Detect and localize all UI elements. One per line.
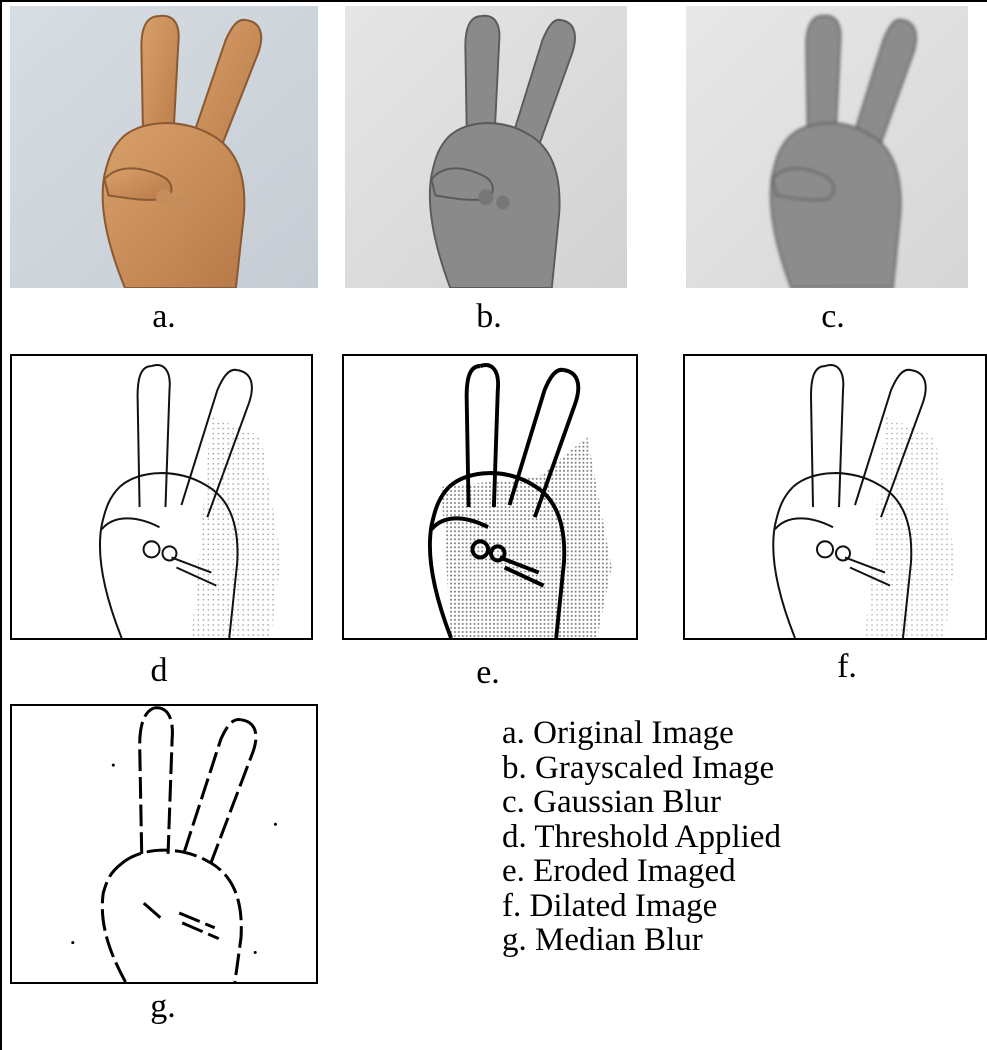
panel-e-label: e.	[428, 656, 548, 690]
panel-b-label: b.	[429, 300, 549, 334]
legend-item-b: b. Grayscaled Image	[502, 751, 781, 786]
panel-g-label: g.	[103, 990, 223, 1024]
legend-item-e: e. Eroded Imaged	[502, 854, 781, 889]
legend-item-f: f. Dilated Image	[502, 889, 781, 924]
panel-c-gaussian-blur	[686, 6, 968, 288]
legend-list: a. Original Image b. Grayscaled Image c.…	[502, 716, 781, 958]
legend-item-g: g. Median Blur	[502, 923, 781, 958]
panel-a-original-image	[10, 6, 318, 288]
panel-e-eroded-image	[342, 354, 638, 640]
legend-item-c: c. Gaussian Blur	[502, 785, 781, 820]
legend-item-a: a. Original Image	[502, 716, 781, 751]
panel-d-label: d	[99, 654, 219, 688]
panel-f-label: f.	[787, 650, 907, 684]
panel-c-label: c.	[773, 300, 893, 334]
panel-g-median-blur	[10, 704, 318, 984]
panel-a-label: a.	[104, 300, 224, 334]
panel-b-grayscaled-image	[345, 6, 627, 288]
panel-d-threshold-applied	[10, 354, 313, 640]
panel-f-dilated-image	[683, 354, 987, 640]
legend-item-d: d. Threshold Applied	[502, 820, 781, 855]
